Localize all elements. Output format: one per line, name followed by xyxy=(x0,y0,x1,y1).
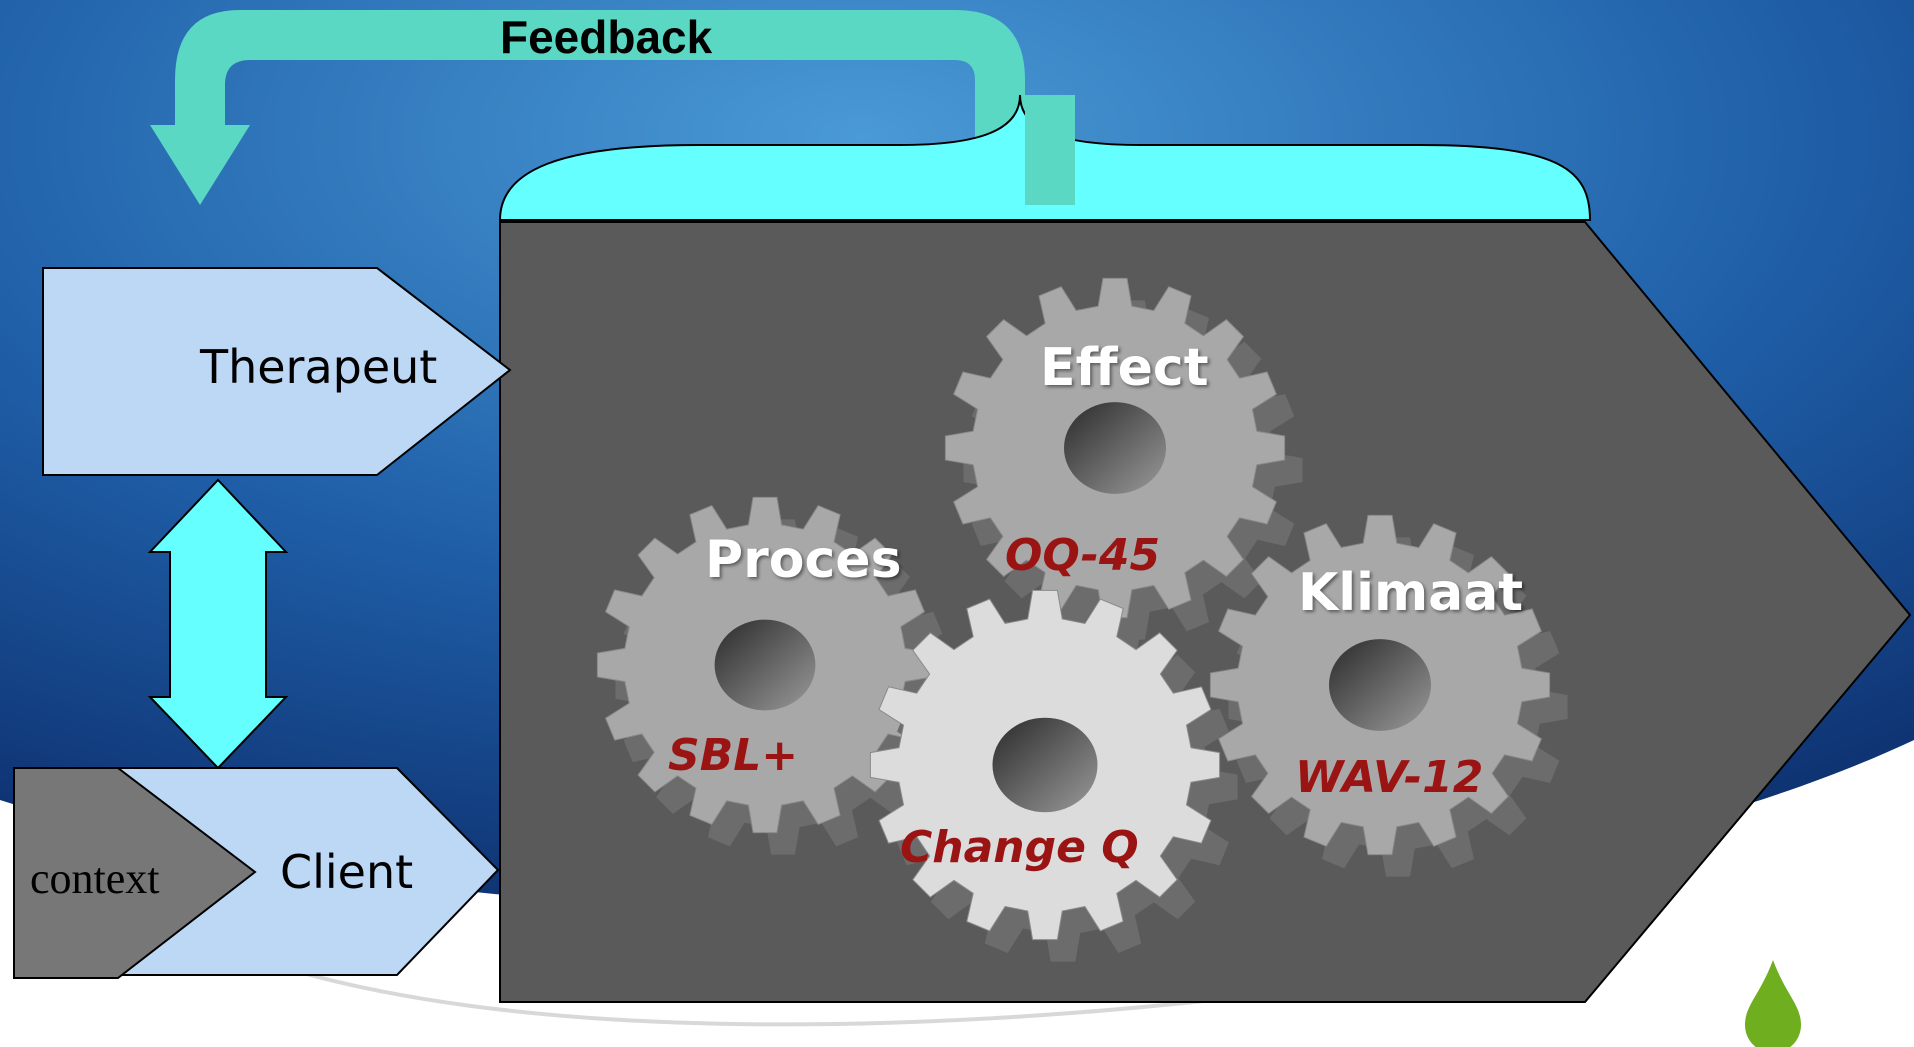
feedback-label: Feedback xyxy=(500,11,713,63)
gear-proces-title: Proces xyxy=(705,530,902,590)
feedback-arrow-stem xyxy=(1025,95,1075,205)
gear-klimaat-title: Klimaat xyxy=(1298,563,1524,623)
context-label: context xyxy=(30,854,160,903)
gear-proces-instrument: SBL+ xyxy=(668,730,799,781)
gear-changeq xyxy=(869,589,1238,962)
gear-changeq-instrument: Change Q xyxy=(900,822,1139,873)
therapeut-box xyxy=(42,267,512,476)
gear-klimaat xyxy=(1209,514,1568,877)
gear-effect-hole xyxy=(1064,402,1166,494)
gear-proces xyxy=(596,496,951,855)
gear-klimaat-instrument: WAV-12 xyxy=(1295,752,1484,803)
drop-icon xyxy=(1745,960,1801,1047)
gear-effect-title: Effect xyxy=(1040,338,1209,398)
gear-proces-hole xyxy=(714,619,816,711)
gear-changeq-hole xyxy=(992,717,1098,813)
gear-klimaat-hole xyxy=(1329,639,1431,731)
feedback-arrow xyxy=(150,10,1025,205)
gear-effect xyxy=(944,277,1303,640)
client-label: Client xyxy=(280,845,414,899)
therapeut-label: Therapeut xyxy=(200,340,438,394)
gears-group xyxy=(596,277,1568,962)
gear-effect-instrument: OQ-45 xyxy=(1005,530,1161,581)
context-box xyxy=(13,767,257,979)
background-swoosh xyxy=(259,958,1301,1027)
